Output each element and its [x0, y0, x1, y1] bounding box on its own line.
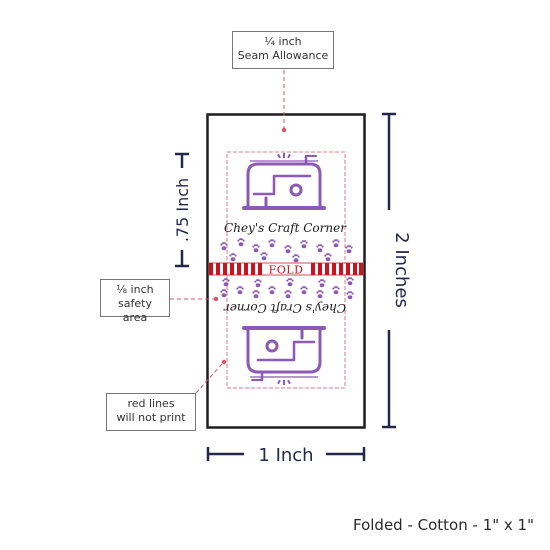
safety-leader-dot [213, 296, 219, 302]
safety-area-callout: ⅛ inch safety area [100, 279, 170, 324]
width-label: 1 Inch [258, 445, 313, 466]
fold-band: FOLD [209, 262, 363, 277]
safety-text: safety area [118, 297, 152, 324]
half-dimension [175, 152, 189, 268]
seam-allowance-callout: ¼ inch Seam Allowance [232, 31, 334, 69]
seam-leader-dot [281, 127, 287, 133]
red-lines-leader-dot [221, 359, 227, 365]
half-label: .75 Inch [173, 178, 192, 242]
red-lines-line2: will not print [116, 411, 186, 424]
red-lines-callout: red lines will not print [106, 393, 196, 431]
height-dimension [382, 112, 396, 429]
brand-text-top: Chey's Craft Corner [224, 221, 347, 235]
fold-text: FOLD [269, 264, 304, 277]
safety-fraction: ⅛ inch [116, 283, 154, 296]
width-dimension [206, 447, 366, 461]
height-label: 2 Inches [391, 232, 412, 308]
seam-text: Seam Allowance [237, 49, 329, 62]
red-lines-line1: red lines [127, 397, 175, 410]
seam-fraction: ¼ inch [264, 35, 302, 48]
brand-text-bottom: Chey's Craft Corner [223, 301, 346, 315]
product-caption: Folded - Cotton - 1" x 1" [352, 516, 534, 534]
